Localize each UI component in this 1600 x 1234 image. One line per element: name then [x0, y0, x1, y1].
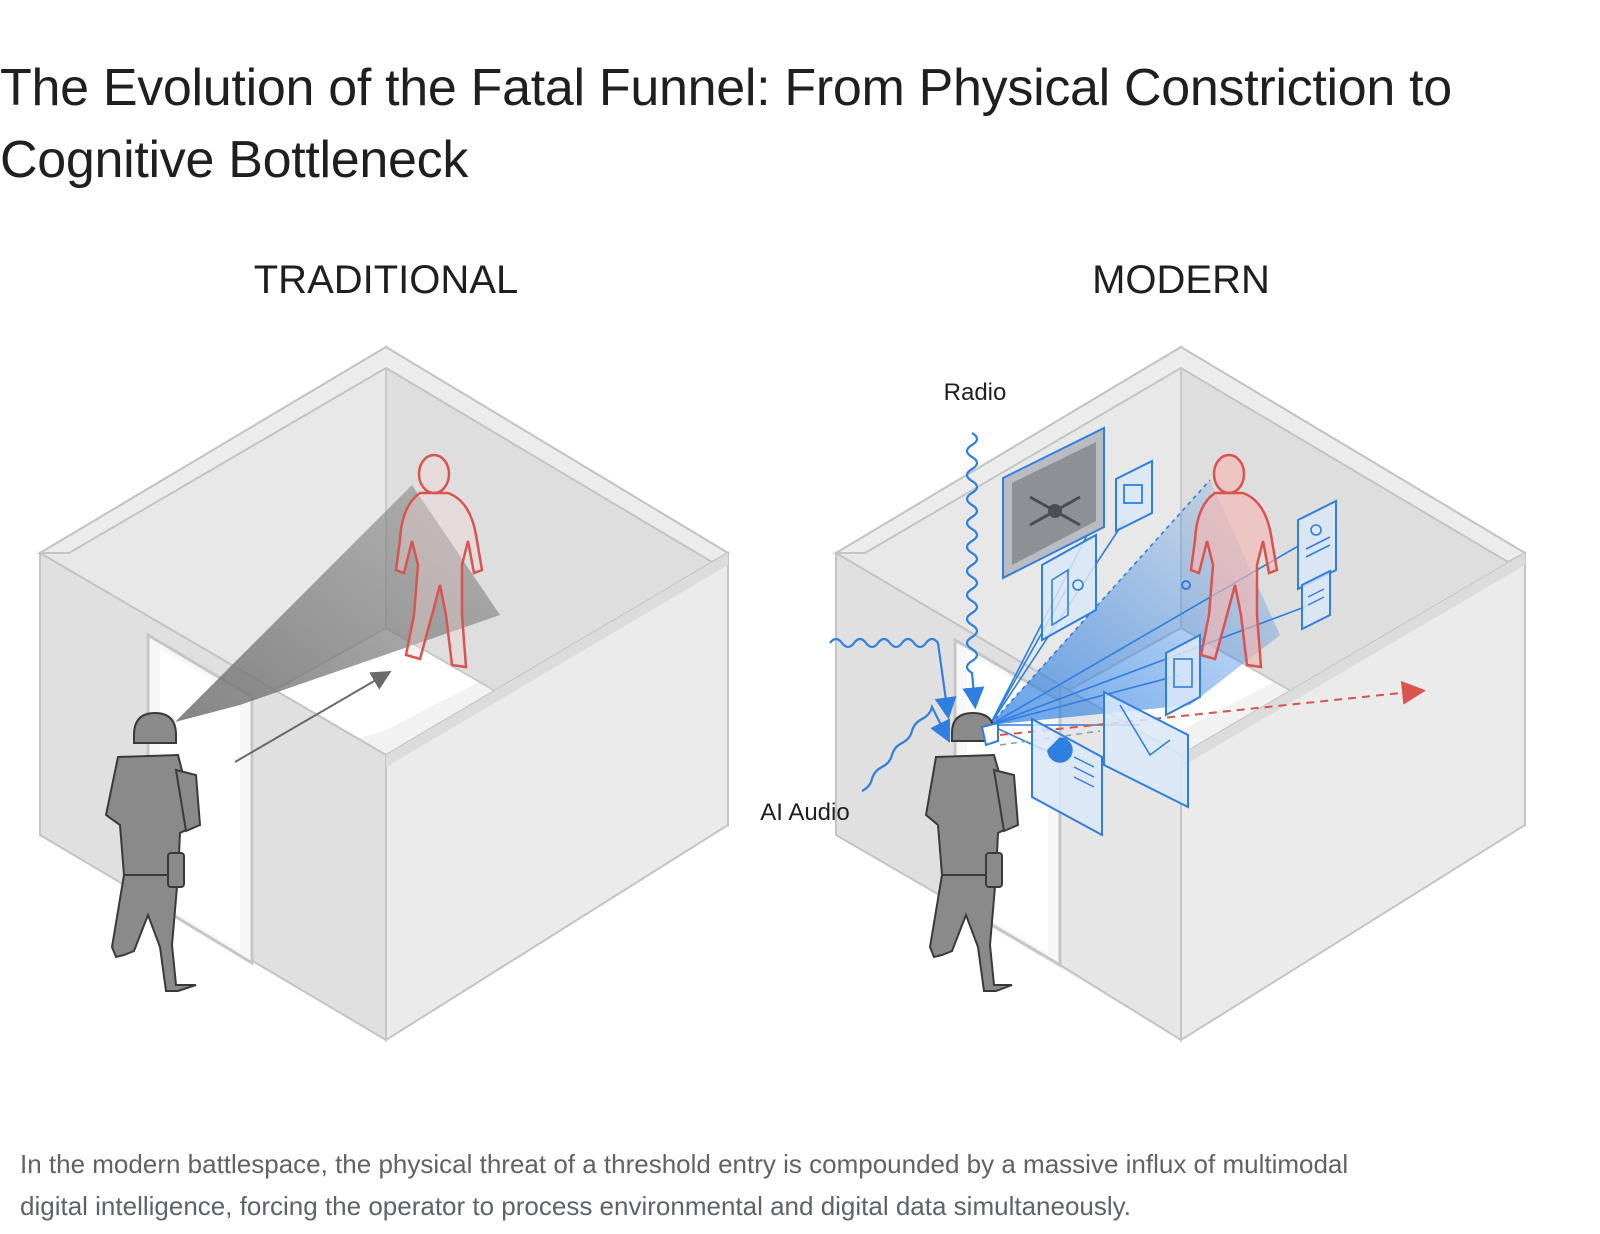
label-ai-audio: AI Audio: [760, 799, 849, 826]
ai-audio-signal: [829, 637, 957, 792]
traditional-threat-figure: [394, 453, 484, 669]
modern-threat-figure: [1189, 453, 1279, 669]
label-radio: Radio: [944, 379, 1007, 406]
caption-line-1: In the modern battlespace, the physical …: [20, 1149, 1349, 1179]
caption-line-2: digital intelligence, forcing the operat…: [20, 1191, 1131, 1221]
illustration-canvas: TRADITIONAL MODERN: [36, 258, 1528, 1042]
scan-icon-panel: [1115, 459, 1153, 533]
title-line-1: The Evolution of the Fatal Funnel: From …: [0, 59, 1452, 117]
label-traditional: TRADITIONAL: [254, 258, 518, 302]
page-title: The Evolution of the Fatal Funnel: From …: [0, 52, 1600, 196]
floorplan-panel: [1165, 633, 1201, 717]
modern-operator: [924, 711, 1020, 992]
figure-caption: In the modern battlespace, the physical …: [20, 1143, 1580, 1227]
drone-feed-panel: [1002, 426, 1105, 580]
document-panel: [1301, 569, 1331, 631]
traditional-operator: [104, 711, 202, 992]
title-line-2: Cognitive Bottleneck: [0, 131, 469, 189]
trajectory-arrow: [999, 680, 1426, 736]
biometric-panel: [1103, 690, 1189, 809]
profile-card-panel: [1297, 499, 1337, 591]
map-pin-panel: [1041, 533, 1097, 642]
vision-cone: [175, 485, 500, 722]
digital-panels: [1002, 426, 1337, 837]
illustration: TRADITIONAL MODERN: [0, 235, 1600, 1090]
radio-signal: [962, 432, 985, 710]
label-modern: MODERN: [1092, 258, 1270, 302]
chart-report-panel: [1031, 717, 1103, 837]
entry-arrow: [234, 670, 392, 763]
traditional-room: [36, 345, 730, 1042]
